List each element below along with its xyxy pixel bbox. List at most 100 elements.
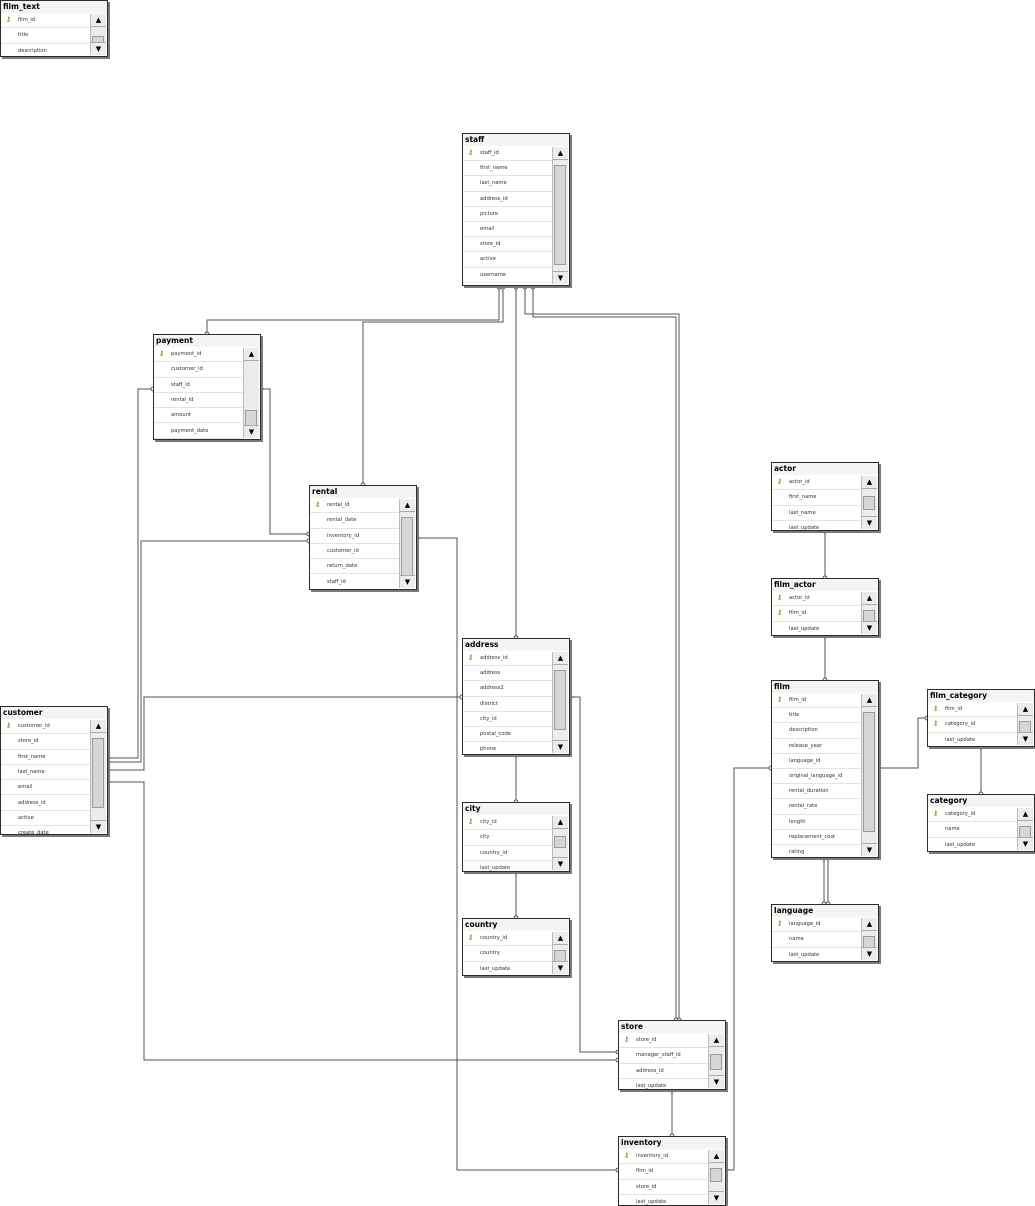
- scrollbar-thumb[interactable]: [554, 165, 566, 265]
- scroll-up-arrow-icon[interactable]: ▲: [91, 14, 106, 27]
- column-row[interactable]: last_update: [463, 861, 552, 871]
- scrollbar[interactable]: ▲▼: [1017, 703, 1033, 745]
- column-row[interactable]: customer_id: [154, 362, 243, 378]
- relationship-connector[interactable]: [567, 694, 621, 1055]
- scrollbar[interactable]: ▲▼: [708, 1034, 724, 1088]
- column-row[interactable]: customer_id: [310, 544, 399, 560]
- column-row[interactable]: inventory_id: [310, 529, 399, 544]
- column-row[interactable]: ⚷staff_id: [463, 146, 552, 162]
- column-row[interactable]: ⚷language_id: [772, 917, 861, 933]
- column-row[interactable]: last_update: [772, 948, 861, 961]
- column-row[interactable]: country_id: [463, 846, 552, 861]
- column-row[interactable]: ⚷country_id: [463, 931, 552, 947]
- scroll-down-arrow-icon[interactable]: ▼: [862, 843, 877, 856]
- scrollbar[interactable]: ▲▼: [552, 652, 568, 753]
- column-row[interactable]: store_id: [1, 734, 90, 750]
- column-row[interactable]: ⚷film_id: [772, 693, 861, 709]
- scroll-down-arrow-icon[interactable]: ▼: [91, 820, 106, 833]
- scroll-up-arrow-icon[interactable]: ▲: [862, 694, 877, 707]
- column-row[interactable]: ⚷film_id: [928, 702, 1017, 718]
- column-row[interactable]: staff_id: [154, 378, 243, 393]
- relationship-connector[interactable]: [821, 855, 827, 907]
- scroll-up-arrow-icon[interactable]: ▲: [553, 816, 568, 829]
- column-row[interactable]: ⚷inventory_id: [619, 1149, 708, 1165]
- relationship-connector[interactable]: [723, 765, 774, 1173]
- relationship-connector[interactable]: [513, 284, 519, 641]
- relationship-connector[interactable]: [513, 752, 519, 805]
- column-row[interactable]: rating: [772, 845, 861, 857]
- scroll-down-arrow-icon[interactable]: ▼: [862, 621, 877, 634]
- scrollbar[interactable]: ▲▼: [552, 816, 568, 870]
- column-row[interactable]: postal_code: [463, 727, 552, 743]
- column-row[interactable]: last_update: [928, 838, 1017, 851]
- scroll-down-arrow-icon[interactable]: ▼: [553, 961, 568, 974]
- column-row[interactable]: last_name: [772, 506, 861, 521]
- column-row[interactable]: picture: [463, 207, 552, 222]
- scroll-down-arrow-icon[interactable]: ▼: [553, 271, 568, 284]
- column-row[interactable]: address2: [463, 681, 552, 697]
- column-row[interactable]: active: [463, 252, 552, 268]
- relationship-connector[interactable]: [204, 284, 502, 337]
- column-row[interactable]: city: [463, 830, 552, 846]
- column-row[interactable]: ⚷category_id: [928, 807, 1017, 823]
- column-row[interactable]: title: [772, 708, 861, 724]
- scrollbar[interactable]: ▲▼: [861, 592, 877, 634]
- scroll-down-arrow-icon[interactable]: ▼: [862, 947, 877, 960]
- column-row[interactable]: email: [463, 222, 552, 238]
- column-row[interactable]: return_date: [310, 559, 399, 575]
- column-row[interactable]: staff_id: [310, 574, 399, 589]
- column-row[interactable]: description: [1, 44, 90, 56]
- scroll-down-arrow-icon[interactable]: ▼: [244, 425, 259, 438]
- column-row[interactable]: ⚷payment_id: [154, 347, 243, 363]
- column-row[interactable]: last_update: [772, 622, 861, 635]
- column-row[interactable]: rental_id: [154, 393, 243, 409]
- scroll-down-arrow-icon[interactable]: ▼: [1018, 837, 1033, 850]
- scroll-down-arrow-icon[interactable]: ▼: [709, 1191, 724, 1204]
- column-row[interactable]: last_update: [619, 1079, 708, 1089]
- column-row[interactable]: length: [772, 815, 861, 830]
- scrollbar[interactable]: ▲▼: [552, 147, 568, 284]
- scroll-up-arrow-icon[interactable]: ▲: [709, 1034, 724, 1047]
- scroll-up-arrow-icon[interactable]: ▲: [862, 476, 877, 489]
- relationship-connector[interactable]: [822, 633, 828, 683]
- relationship-connector[interactable]: [360, 284, 506, 488]
- column-row[interactable]: manager_staff_id: [619, 1048, 708, 1064]
- column-row[interactable]: ⚷address_id: [463, 651, 552, 667]
- scroll-down-arrow-icon[interactable]: ▼: [1018, 732, 1033, 745]
- column-row[interactable]: address_id: [619, 1064, 708, 1079]
- relationship-connector[interactable]: [825, 855, 831, 907]
- column-row[interactable]: original_language_id: [772, 769, 861, 785]
- column-row[interactable]: first_name: [1, 750, 90, 765]
- column-row[interactable]: title: [1, 28, 90, 44]
- scroll-up-arrow-icon[interactable]: ▲: [400, 499, 415, 512]
- column-row[interactable]: username: [463, 268, 552, 283]
- scrollbar-thumb[interactable]: [92, 738, 104, 808]
- column-row[interactable]: create_date: [1, 826, 90, 834]
- scrollbar[interactable]: ▲▼: [861, 694, 877, 856]
- column-row[interactable]: ⚷customer_id: [1, 719, 90, 735]
- scrollbar[interactable]: ▲▼: [552, 932, 568, 974]
- scroll-up-arrow-icon[interactable]: ▲: [91, 720, 106, 733]
- scroll-up-arrow-icon[interactable]: ▲: [1018, 703, 1033, 716]
- scroll-down-arrow-icon[interactable]: ▼: [553, 740, 568, 753]
- column-row[interactable]: amount: [154, 408, 243, 424]
- scroll-up-arrow-icon[interactable]: ▲: [862, 592, 877, 605]
- scroll-up-arrow-icon[interactable]: ▲: [244, 348, 259, 361]
- scrollbar-thumb[interactable]: [401, 517, 413, 577]
- column-row[interactable]: description: [772, 723, 861, 739]
- relationship-connector[interactable]: [258, 386, 312, 537]
- scrollbar-thumb[interactable]: [554, 836, 566, 848]
- column-row[interactable]: language_id: [772, 754, 861, 769]
- column-row[interactable]: address_id: [463, 192, 552, 207]
